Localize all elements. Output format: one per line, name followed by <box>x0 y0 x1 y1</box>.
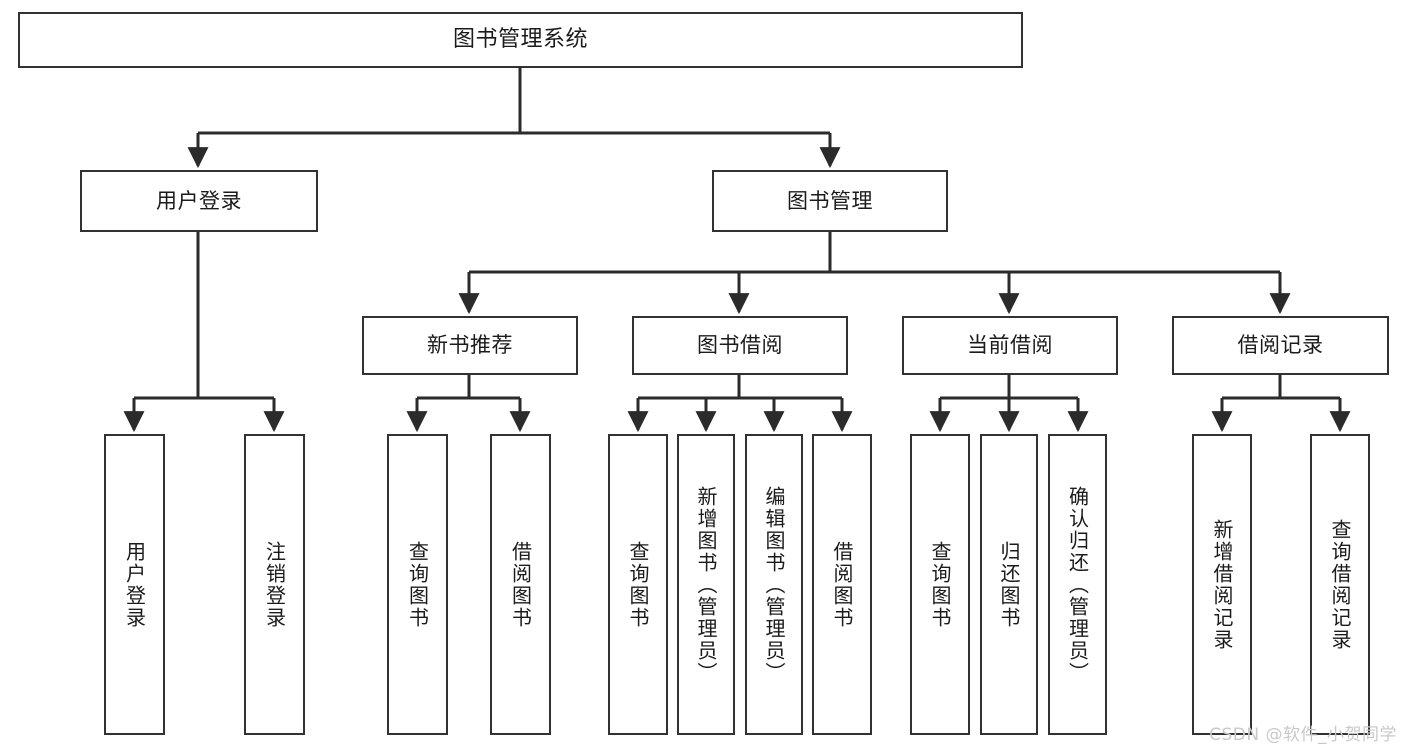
node-root-book-management-system[interactable]: 图书管理系统 <box>18 12 1023 68</box>
csdn-watermark: CSDN @软件_小贺同学 <box>1209 725 1397 745</box>
node-label: 查询图书 <box>928 540 952 629</box>
node-borrow-record[interactable]: 借阅记录 <box>1172 316 1389 375</box>
leaf-new-book-query-book[interactable]: 查询图书 <box>387 434 448 735</box>
leaf-current-borrow-return-book[interactable]: 归还图书 <box>980 434 1038 735</box>
leaf-borrow-record-query-record[interactable]: 查询借阅记录 <box>1310 434 1370 735</box>
leaf-current-borrow-confirm-return-admin[interactable]: 确认归还（管理员） <box>1048 434 1107 735</box>
node-label: 新增借阅记录 <box>1210 518 1234 651</box>
node-label: 新书推荐 <box>427 333 513 358</box>
node-current-borrow[interactable]: 当前借阅 <box>902 316 1118 375</box>
leaf-book-borrow-borrow-book[interactable]: 借阅图书 <box>812 434 872 735</box>
node-label: 借阅图书 <box>508 540 533 629</box>
leaf-user-login-logout[interactable]: 注销登录 <box>244 434 305 735</box>
node-label: 查询借阅记录 <box>1328 518 1352 651</box>
node-label: 查询图书 <box>405 540 430 629</box>
node-book-management[interactable]: 图书管理 <box>712 170 948 232</box>
leaf-book-borrow-edit-book-admin[interactable]: 编辑图书（管理员） <box>745 434 803 735</box>
node-book-borrow[interactable]: 图书借阅 <box>632 316 848 375</box>
node-label: 借阅记录 <box>1237 333 1324 358</box>
leaf-borrow-record-add-record[interactable]: 新增借阅记录 <box>1192 434 1252 735</box>
leaf-user-login-login[interactable]: 用户登录 <box>104 434 165 735</box>
leaf-book-borrow-query-book[interactable]: 查询图书 <box>608 434 668 735</box>
node-new-book-recommend[interactable]: 新书推荐 <box>362 316 578 375</box>
node-label: 确认归还（管理员） <box>1065 485 1090 684</box>
node-label: 新增图书（管理员） <box>694 485 718 684</box>
leaf-book-borrow-add-book-admin[interactable]: 新增图书（管理员） <box>677 434 735 735</box>
node-label: 查询图书 <box>626 540 650 629</box>
node-label: 图书借阅 <box>697 333 783 358</box>
leaf-current-borrow-query-book[interactable]: 查询图书 <box>910 434 970 735</box>
node-label: 当前借阅 <box>967 333 1053 358</box>
node-label: 归还图书 <box>997 540 1021 629</box>
node-label: 注销登录 <box>262 540 287 629</box>
node-label: 用户登录 <box>122 540 147 629</box>
node-label: 借阅图书 <box>830 540 854 629</box>
node-label: 图书管理 <box>787 188 873 213</box>
node-label: 编辑图书（管理员） <box>762 485 786 684</box>
leaf-new-book-borrow-book[interactable]: 借阅图书 <box>490 434 551 735</box>
node-label: 用户登录 <box>156 188 242 213</box>
node-user-login[interactable]: 用户登录 <box>80 170 318 232</box>
node-label: 图书管理系统 <box>452 27 588 53</box>
